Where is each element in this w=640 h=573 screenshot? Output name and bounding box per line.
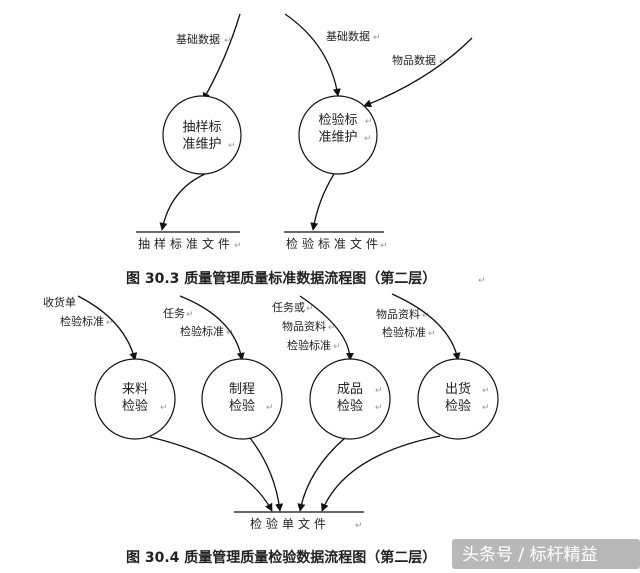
process-shipping-label-line1: 出货 [445, 381, 471, 397]
flow-to-shipping-inspection [391, 293, 461, 361]
store-sampling-standard-file: 抽样标准文件 [138, 236, 234, 251]
figure-30-3: 基础数据 ↵ 基础数据 ↵ 物品数据 ↵ 抽样标 准维护 ↵ 检验标 ↵ 准维护… [126, 13, 486, 287]
paragraph-mark: ↵ [375, 386, 383, 396]
paragraph-mark: ↵ [234, 241, 242, 251]
process-inspect-label-line2: 准维护 [318, 130, 357, 145]
caption-figure-30-3: 图 30.3 质量管理质量标准数据流程图（第二层） [126, 270, 436, 287]
process-shipping-label-line2: 检验 [445, 398, 471, 414]
process-sampling-label-line2: 准维护 [182, 137, 221, 152]
flow-to-product-inspection [299, 295, 354, 361]
process-product-inspection [309, 358, 391, 440]
paragraph-mark: ↵ [364, 134, 372, 144]
paragraph-mark: ↵ [375, 403, 383, 413]
flow-inspect-to-store [310, 173, 335, 231]
process-shipping-inspection [417, 358, 499, 440]
input-label-basic-data-1: 基础数据 [176, 32, 220, 46]
paragraph-mark: ↵ [186, 310, 194, 320]
input-label-basic-data-2: 基础数据 [326, 29, 370, 43]
flow-basic-data-to-sampling [202, 13, 241, 101]
process-sampling-standard-maintenance [162, 95, 242, 175]
caption-figure-30-4: 图 30.4 质量管理质量检验数据流程图（第二层） [126, 549, 436, 566]
paragraph-mark: ↵ [482, 403, 490, 413]
flow-process-to-store [249, 437, 284, 512]
paragraph-mark: ↵ [228, 141, 236, 151]
paragraph-mark: ↵ [226, 328, 234, 338]
input-label-shipping-standard: 检验标准 [382, 325, 426, 339]
input-label-product-item-data: 物品资料 [282, 319, 326, 333]
paragraph-mark: ↵ [422, 311, 430, 321]
watermark-backdrop [452, 539, 640, 569]
paragraph-mark: ↵ [306, 304, 314, 314]
paragraph-mark: ↵ [106, 318, 114, 328]
figure-30-4: 收货单 检验标准 ↵ 任务 ↵ 检验标准 ↵ 任务或 ↵ 物品资料 ↵ 检验标准… [43, 293, 499, 566]
input-label-task: 任务 [163, 307, 185, 320]
process-product-label-line2: 检验 [337, 398, 363, 414]
paragraph-mark: ↵ [380, 241, 388, 251]
input-label-shipping-item-data: 物品资料 [376, 307, 420, 321]
paragraph-mark: ↵ [373, 33, 381, 43]
input-label-process-standard: 检验标准 [180, 324, 224, 338]
process-inspect-label-line1: 检验标 [318, 112, 357, 128]
flow-item-data-to-inspect [363, 37, 473, 108]
input-label-receipt: 收货单 [43, 295, 76, 309]
paragraph-mark: ↵ [160, 403, 168, 413]
process-process-label-line2: 检验 [229, 398, 255, 414]
flow-to-process-inspection [179, 295, 245, 361]
input-label-item-data: 物品数据 [392, 53, 436, 67]
paragraph-mark: ↵ [224, 36, 232, 46]
flow-sampling-to-store [159, 173, 206, 231]
input-label-product-standard: 检验标准 [287, 338, 331, 352]
flow-to-incoming-inspection [77, 295, 138, 361]
paragraph-mark: ↵ [328, 323, 336, 333]
flow-product-to-store [297, 437, 346, 512]
process-process-label-line1: 制程 [229, 382, 255, 397]
flow-basic-data-to-inspect [284, 13, 341, 97]
input-label-incoming-standard: 检验标准 [60, 314, 104, 328]
process-sampling-label-line1: 抽样标 [182, 120, 221, 135]
process-inspection-standard-maintenance [298, 95, 378, 175]
input-label-task-or: 任务或 [272, 301, 305, 314]
process-incoming-label-line2: 检验 [122, 398, 148, 414]
flow-incoming-to-store [149, 436, 273, 512]
watermark: 头条号 / 标杆精益 [452, 539, 640, 569]
paragraph-mark: ↵ [333, 342, 341, 352]
process-product-label-line1: 成品 [337, 382, 363, 397]
paragraph-mark: ↵ [266, 403, 274, 413]
watermark-text: 头条号 / 标杆精益 [462, 545, 598, 565]
process-process-inspection [201, 358, 283, 440]
paragraph-mark: ↵ [439, 57, 447, 67]
paragraph-mark: ↵ [478, 276, 486, 286]
flow-shipping-to-store [321, 435, 441, 512]
paragraph-mark: ↵ [365, 117, 373, 127]
store-inspection-record-file: 检验单文件 [250, 516, 330, 531]
process-incoming-inspection [94, 358, 176, 440]
paragraph-mark: ↵ [428, 329, 436, 339]
paragraph-mark: ↵ [482, 386, 490, 396]
paragraph-mark: ↵ [355, 521, 363, 531]
store-inspection-standard-file: 检验标准文件 [286, 236, 382, 251]
process-incoming-label-line1: 来料 [122, 382, 148, 397]
